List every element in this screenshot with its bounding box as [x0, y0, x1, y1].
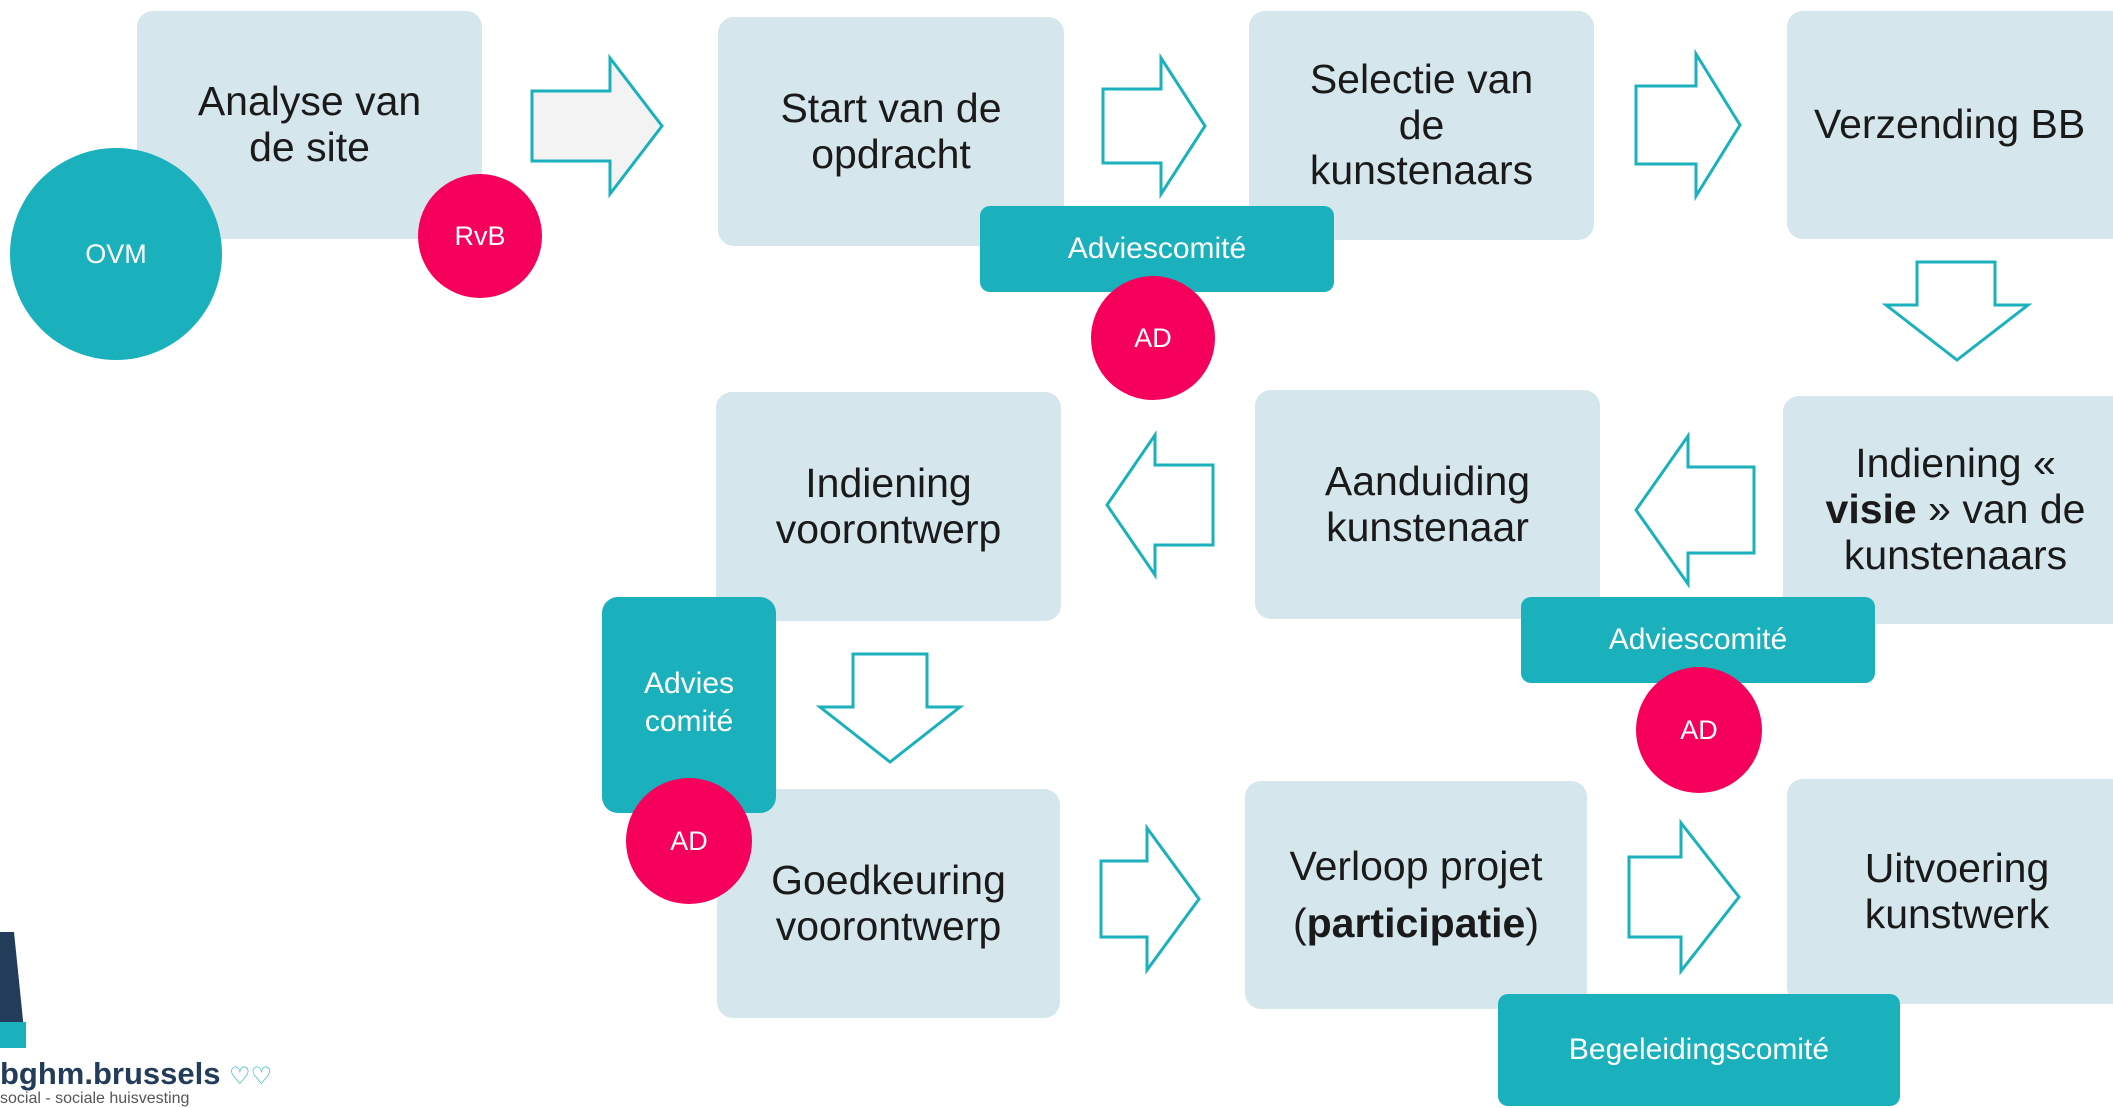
circle-ovm: OVM	[10, 148, 222, 360]
step-visie-pre: Indiening «	[1855, 440, 2056, 487]
arrow-left-1	[1634, 431, 1756, 589]
step-indiening-voorontwerp: Indiening voorontwerp	[716, 392, 1061, 621]
step-verloop-label: Verloop projet(participatie)	[1289, 842, 1543, 946]
circle-ad-left: AD	[626, 778, 752, 904]
arrow-right-bottom-1	[1099, 823, 1201, 975]
step-selectie-label: Selectie van de kunstenaars	[1309, 55, 1534, 194]
tag-advies-comite-left: Advies comité	[602, 597, 776, 813]
circle-ovm-label: OVM	[85, 238, 147, 269]
step-verloop-projet: Verloop projet(participatie)	[1245, 781, 1587, 1009]
tag-begeleidingscomite-label: Begeleidingscomité	[1568, 1033, 1830, 1067]
circle-ad-right-label: AD	[1680, 714, 1718, 745]
circle-ad-left-label: AD	[670, 825, 708, 856]
circle-ad-top-label: AD	[1134, 322, 1172, 353]
arrow-right-2	[1101, 52, 1207, 200]
logo-brand: bghm.brussels ♡♡	[0, 1056, 272, 1092]
logo-icon	[0, 932, 26, 1048]
arrow-down-right-column	[1881, 260, 2033, 362]
step-aanduiding-kunstenaar: Aanduiding kunstenaar	[1255, 390, 1600, 619]
arrow-right-bottom-2	[1627, 818, 1741, 976]
step-selectie-kunstenaars: Selectie van de kunstenaars	[1249, 11, 1594, 240]
step-verloop-bold: participatie	[1306, 900, 1526, 946]
step-visie-bold: visie	[1825, 486, 1917, 533]
arrow-right-3	[1634, 48, 1742, 202]
hearts-icon: ♡♡	[229, 1063, 273, 1090]
circle-rvb: RvB	[418, 174, 542, 298]
logo-tagline: social - sociale huisvesting	[0, 1090, 189, 1108]
step-visie-label: Indiening « visie » van de kunstenaars	[1825, 440, 2087, 579]
arrow-left-2	[1105, 430, 1215, 580]
logo-brand-text: bghm.brussels	[0, 1056, 221, 1091]
step-indiening-visie: Indiening « visie » van de kunstenaars	[1783, 396, 2113, 624]
circle-ad-top: AD	[1091, 276, 1215, 400]
step-start-label: Start van de opdracht	[780, 84, 1002, 177]
tag-begeleidingscomite: Begeleidingscomité	[1498, 994, 1900, 1106]
step-aanduiding-label: Aanduiding kunstenaar	[1324, 457, 1531, 550]
step-goedkeuring-voorontwerp: Goedkeuring voorontwerp	[717, 789, 1060, 1018]
circle-rvb-label: RvB	[454, 220, 506, 251]
arrow-down-middle	[815, 652, 965, 764]
logo-tagline-text: social - sociale huisvesting	[0, 1090, 190, 1107]
step-analyse-label: Analyse van de site	[197, 78, 422, 170]
step-verzending-bb: Verzending BB	[1787, 11, 2113, 239]
tag-adviescomite-right-label: Adviescomité	[1608, 623, 1788, 657]
arrow-right-1	[530, 53, 664, 199]
step-verloop-line1: Verloop projet	[1289, 842, 1543, 889]
circle-ad-right: AD	[1636, 667, 1762, 793]
step-verzending-label: Verzending BB	[1814, 101, 2086, 148]
step-goedkeuring-label: Goedkeuring voorontwerp	[771, 856, 1006, 949]
step-uitvoering-label: Uitvoering kunstwerk	[1864, 844, 2050, 937]
step-uitvoering-kunstwerk: Uitvoering kunstwerk	[1787, 779, 2113, 1004]
step-indiening-voorontwerp-label: Indiening voorontwerp	[775, 459, 1002, 552]
tag-adviescomite-top-label: Adviescomité	[1067, 232, 1247, 266]
step-visie-post: » van de kunstenaars	[1843, 486, 2086, 578]
tag-advies-comite-left-label: Advies comité	[643, 667, 735, 738]
